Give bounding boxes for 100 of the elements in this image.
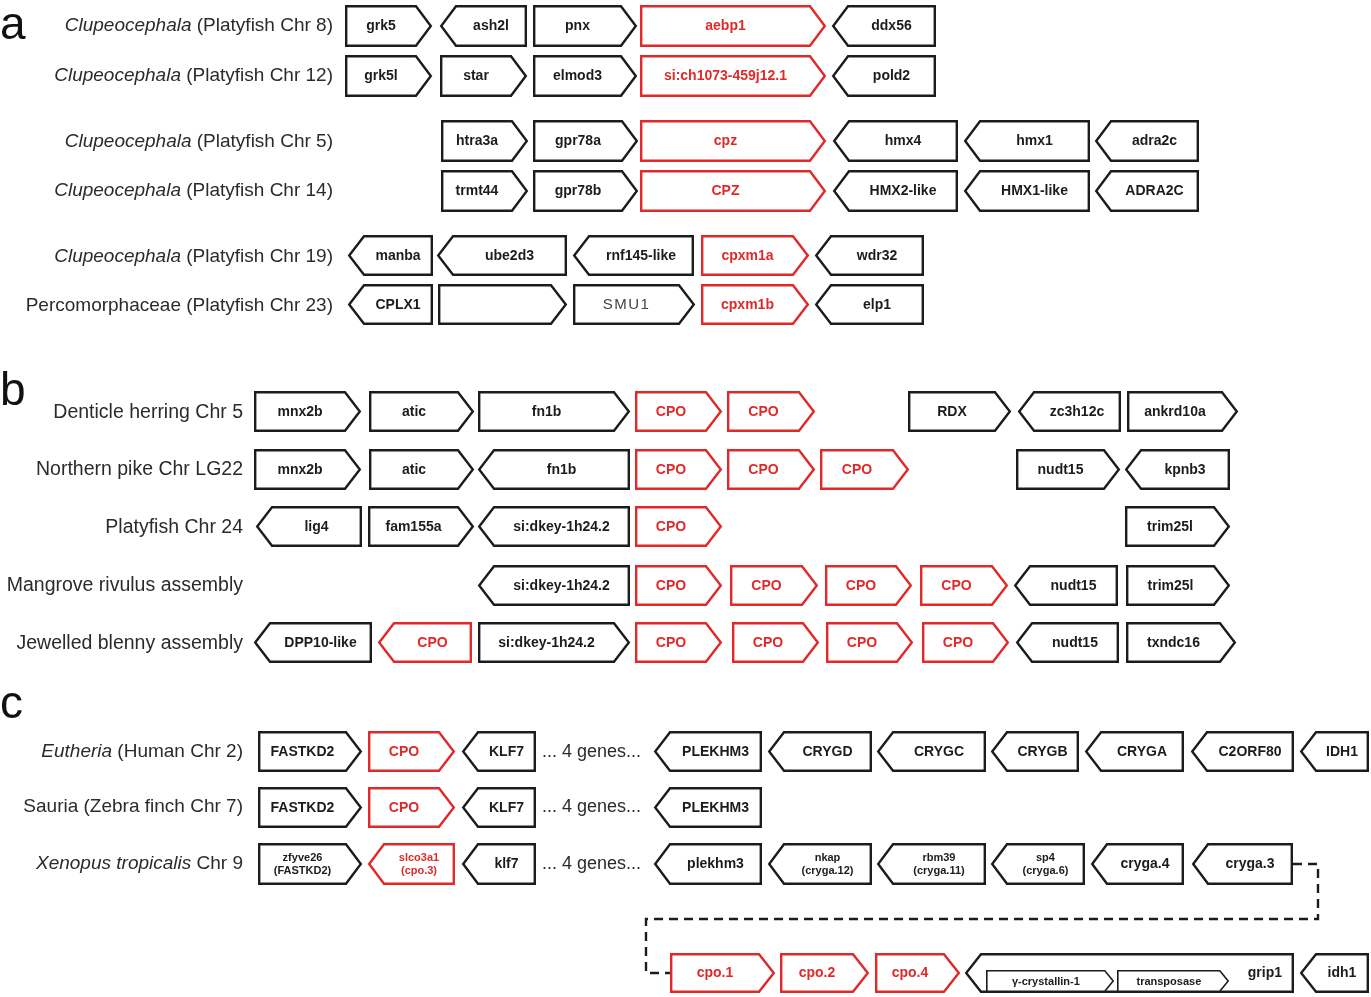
gene-label: transposase bbox=[1136, 974, 1202, 988]
gene-block bbox=[1126, 565, 1230, 606]
gene-block bbox=[875, 953, 960, 993]
gene-label: CRYGD bbox=[802, 743, 853, 760]
gene-label: CPO bbox=[388, 743, 420, 760]
gene-block bbox=[573, 235, 694, 276]
gene-block bbox=[635, 565, 722, 606]
gene-label: γ-crystallin-1 bbox=[1011, 974, 1080, 988]
gene-label: KLF7 bbox=[489, 799, 524, 816]
gene-label: CPO bbox=[751, 577, 782, 594]
gene-block bbox=[908, 391, 1011, 432]
gene-block bbox=[1300, 953, 1369, 993]
gene-block bbox=[369, 449, 474, 490]
gene-label: elmod3 bbox=[553, 68, 602, 84]
gene-block bbox=[254, 449, 361, 490]
gene-block bbox=[1127, 391, 1238, 432]
gene-block bbox=[369, 391, 474, 432]
gene-label: ADRA2C bbox=[1125, 183, 1184, 199]
gene-label: aebp1 bbox=[705, 18, 746, 34]
gene-label: KLF7 bbox=[489, 743, 524, 760]
gene-label: star bbox=[463, 68, 489, 84]
gene-block bbox=[368, 787, 455, 828]
gene-label: PLEKHM3 bbox=[682, 799, 749, 816]
gene-label: trmt44 bbox=[455, 183, 499, 199]
gene-label: PLEKHM3 bbox=[682, 743, 749, 760]
gene-block bbox=[478, 622, 630, 663]
gene-label: CRYGB bbox=[1017, 743, 1068, 760]
species-label: Clupeocephala (Platyfish Chr 12) bbox=[54, 64, 333, 86]
species-label: Clupeocephala (Platyfish Chr 19) bbox=[54, 245, 333, 267]
gene-block bbox=[670, 953, 775, 993]
gene-label: mnx2b bbox=[277, 403, 323, 420]
gene-label: elp1 bbox=[863, 296, 891, 313]
gene-label: CRYGA bbox=[1116, 743, 1167, 760]
gene-label: atic bbox=[401, 461, 427, 478]
gene-block bbox=[654, 731, 762, 772]
gene-label: FASTKD2 bbox=[270, 743, 335, 760]
gene-label: cryga.4 bbox=[1120, 856, 1170, 872]
gene-block bbox=[964, 170, 1090, 212]
gene-label: C2ORF80 bbox=[1218, 743, 1282, 760]
gene-label: pold2 bbox=[872, 68, 911, 84]
gene-block bbox=[348, 284, 433, 325]
gene-label: CPO bbox=[655, 518, 687, 535]
gene-label: nudt15 bbox=[1052, 634, 1098, 651]
gene-label: mnx2b bbox=[277, 461, 323, 478]
gene-label: CPO bbox=[655, 461, 687, 478]
gene-block bbox=[1191, 731, 1294, 772]
gene-block bbox=[345, 55, 432, 97]
gene-block bbox=[258, 731, 362, 772]
gene-block bbox=[440, 5, 527, 47]
gene-label: CPO bbox=[417, 634, 448, 651]
gene-label: zfyve26 (FASTKD2) bbox=[273, 851, 332, 877]
gene-block bbox=[462, 787, 536, 828]
gene-block bbox=[832, 5, 936, 47]
gene-label: hmx4 bbox=[884, 133, 922, 149]
gene-label: CPO bbox=[846, 634, 878, 651]
gene-label: grip1 bbox=[1247, 965, 1282, 981]
gene-label: CPO bbox=[752, 634, 784, 651]
gene-block bbox=[727, 449, 815, 490]
gene-block bbox=[833, 170, 958, 212]
gene-block bbox=[654, 787, 762, 828]
gene-block bbox=[1016, 449, 1120, 490]
gene-block bbox=[441, 120, 528, 162]
gene-block bbox=[378, 622, 472, 663]
gene-label: pnx bbox=[565, 18, 590, 34]
gene-block bbox=[701, 284, 809, 325]
gene-label: CPO bbox=[655, 634, 687, 651]
omitted-genes-note: ... 4 genes... bbox=[542, 852, 642, 874]
species-label: Percomorphaceae (Platyfish Chr 23) bbox=[25, 294, 333, 316]
gene-label: CPZ bbox=[711, 183, 740, 199]
gene-block bbox=[1018, 391, 1121, 432]
gene-block bbox=[1192, 843, 1293, 885]
gene-block bbox=[1117, 970, 1229, 992]
gene-label: si:dkey-1h24.2 bbox=[513, 577, 610, 594]
gene-label: fn1b bbox=[546, 461, 577, 478]
gene-block bbox=[640, 5, 826, 47]
species-label: Jewelled blenny assembly bbox=[16, 631, 243, 653]
gene-block bbox=[635, 391, 722, 432]
gene-block bbox=[1126, 622, 1236, 663]
gene-label: DPP10-like bbox=[284, 634, 357, 651]
gene-label: rbm39 (cryga.11) bbox=[913, 851, 965, 877]
gene-label: CPO bbox=[845, 577, 877, 594]
gene-block bbox=[965, 953, 1294, 993]
gene-label: klf7 bbox=[494, 856, 519, 872]
gene-label: FASTKD2 bbox=[270, 799, 335, 816]
gene-block bbox=[1014, 565, 1118, 606]
gene-label: cpo.2 bbox=[798, 965, 836, 981]
gene-block bbox=[730, 565, 818, 606]
gene-label: fn1b bbox=[531, 403, 562, 420]
panel-letter: a bbox=[0, 5, 26, 41]
gene-block bbox=[654, 843, 762, 885]
gene-label: grk5 bbox=[366, 18, 396, 34]
gene-label: hmx1 bbox=[1016, 133, 1053, 149]
species-label: Platyfish Chr 24 bbox=[105, 515, 243, 537]
gene-block bbox=[533, 55, 637, 97]
gene-label: CRYGC bbox=[913, 743, 964, 760]
gene-label: htra3a bbox=[456, 133, 498, 149]
gene-block bbox=[441, 170, 528, 212]
gene-label: cryga.3 bbox=[1225, 856, 1275, 872]
gene-block bbox=[986, 970, 1114, 992]
gene-block bbox=[820, 449, 909, 490]
